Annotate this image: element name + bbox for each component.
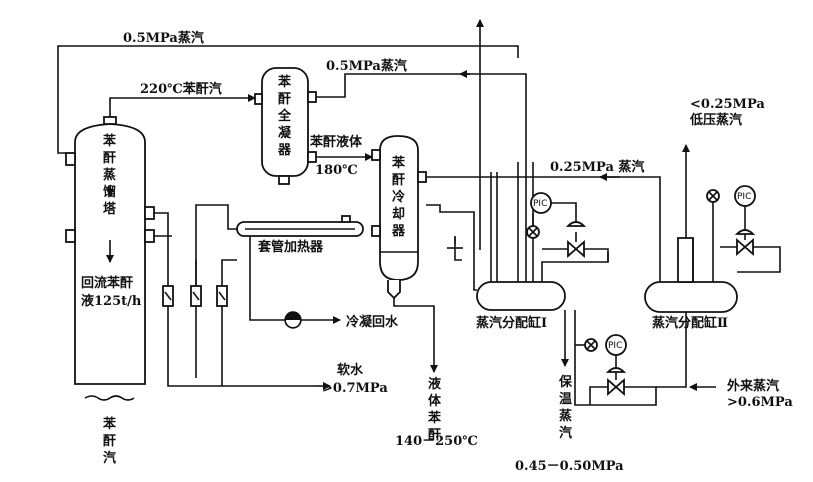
label-reflux-1: 回流苯酐 xyxy=(81,275,133,291)
svg-text:苯: 苯 xyxy=(102,416,117,432)
svg-text:酐: 酐 xyxy=(103,434,116,449)
cooler-steam-lines xyxy=(426,204,477,291)
svg-text:酐: 酐 xyxy=(392,173,405,188)
svg-text:器: 器 xyxy=(391,224,406,239)
svg-text:液: 液 xyxy=(428,376,441,392)
svg-text:酐: 酐 xyxy=(103,151,116,166)
svg-text:苯: 苯 xyxy=(391,155,406,171)
label-liquid-temp: 140－250℃ xyxy=(395,434,478,449)
pic-loop-header-2 xyxy=(706,185,781,282)
label-condensate-return: 冷凝回水 xyxy=(346,314,399,330)
label-tower: 苯 酐 蒸 馏 塔 xyxy=(102,133,117,217)
steam-header-1 xyxy=(476,162,609,311)
label-pa-vapor-in: 苯 酐 汽 xyxy=(102,416,117,466)
label-external-steam-1: 外来蒸汽 xyxy=(726,378,779,394)
label-soft-water-2: >0.7MPa xyxy=(322,381,388,396)
svg-text:苯: 苯 xyxy=(102,133,117,149)
steam-header-2 xyxy=(644,237,738,313)
label-low-pressure-name: 低压蒸汽 xyxy=(689,112,742,128)
steam-line-0-25mpa xyxy=(426,144,690,282)
svg-text:蒸: 蒸 xyxy=(103,167,116,183)
svg-text:蒸: 蒸 xyxy=(559,408,572,424)
label-low-pressure-value: <0.25MPa xyxy=(690,97,765,112)
svg-text:冷: 冷 xyxy=(392,189,405,205)
label-header-2: 蒸汽分配缸Ⅱ xyxy=(652,315,728,331)
svg-text:汽: 汽 xyxy=(559,425,572,441)
svg-text:温: 温 xyxy=(559,392,572,407)
svg-text:器: 器 xyxy=(277,143,292,158)
label-sleeve-heater: 套管加热器 xyxy=(257,239,324,255)
svg-text:却: 却 xyxy=(392,206,405,222)
liquid-outlet xyxy=(393,298,438,373)
label-steam-025: 0.25MPa 蒸汽 xyxy=(550,159,644,175)
pic-loop-insulation xyxy=(561,310,716,406)
svg-text:酐: 酐 xyxy=(428,428,441,443)
svg-text:保: 保 xyxy=(558,374,573,390)
label-vapor-220: 220℃苯酐汽 xyxy=(140,81,222,97)
horizontal-labels: 0.5MPa蒸汽 0.5MPa蒸汽 220℃苯酐汽 苯酐液体 180℃ 0.25… xyxy=(81,30,793,474)
pic-loop-header-1 xyxy=(526,192,609,262)
pic-tag-3: PIC xyxy=(608,341,622,351)
label-temp-180: 180℃ xyxy=(315,163,358,178)
flowmeter-lines xyxy=(154,204,341,390)
sleeve-heater xyxy=(236,215,364,237)
svg-text:馏: 馏 xyxy=(102,184,116,200)
label-top-steam: 0.5MPa蒸汽 xyxy=(123,30,204,46)
svg-text:苯: 苯 xyxy=(277,74,292,90)
label-insulation-pressure: 0.45－0.50MPa xyxy=(515,459,624,474)
pic-tag-1: PIC xyxy=(533,199,547,209)
pa-vapor-line xyxy=(109,94,256,117)
label-insulation-steam: 保 温 蒸 汽 xyxy=(558,374,573,441)
svg-text:酐: 酐 xyxy=(278,92,291,107)
label-liquid-out: 液 体 苯 酐 xyxy=(427,376,442,443)
cooler xyxy=(371,135,427,300)
svg-text:苯: 苯 xyxy=(427,410,442,426)
svg-text:塔: 塔 xyxy=(103,201,117,217)
svg-text:体: 体 xyxy=(428,393,442,409)
label-external-steam-2: >0.6MPa xyxy=(727,395,793,410)
vertical-labels: 苯 酐 蒸 馏 塔 苯 酐 全 凝 器 苯 酐 冷 却 器 苯 酐 汽 液 体 xyxy=(102,74,573,466)
label-header-1: 蒸汽分配缸Ⅰ xyxy=(476,315,547,331)
pic-tag-2: PIC xyxy=(737,192,751,202)
label-condenser: 苯 酐 全 凝 器 xyxy=(277,74,292,158)
distillation-tower xyxy=(65,116,155,401)
steam-trap xyxy=(284,311,302,329)
svg-text:汽: 汽 xyxy=(103,450,116,466)
label-reflux-2: 液125t/h xyxy=(81,293,142,309)
svg-text:全: 全 xyxy=(277,108,292,124)
label-cooler: 苯 酐 冷 却 器 xyxy=(391,155,406,239)
label-liquid-pa: 苯酐液体 xyxy=(309,134,363,150)
steam-line-0-5mpa xyxy=(57,19,527,250)
label-soft-water-1: 软水 xyxy=(337,362,364,378)
label-condenser-steam: 0.5MPa蒸汽 xyxy=(326,58,407,74)
svg-text:凝: 凝 xyxy=(278,125,292,141)
